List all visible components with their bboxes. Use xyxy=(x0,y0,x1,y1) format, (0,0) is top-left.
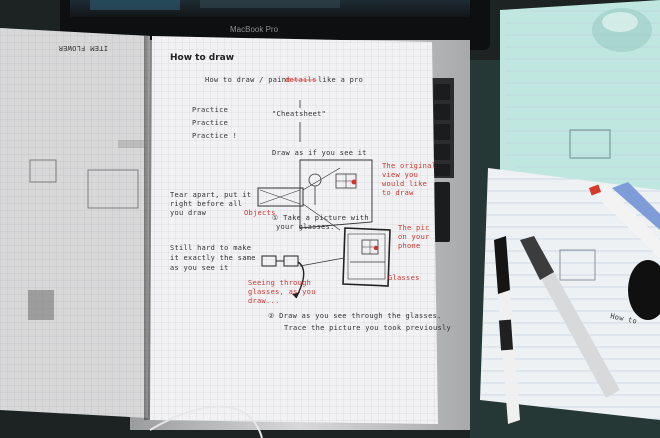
original-view-4: to draw xyxy=(382,189,414,197)
phone-sketch xyxy=(342,227,391,287)
see-through-1: Seeing through xyxy=(248,279,311,287)
tip1-line2: right before all xyxy=(170,200,242,208)
notebook-left-page: ITEM FLOWER xyxy=(0,28,150,418)
notebook-right-page xyxy=(150,36,438,424)
sketch-notes: How to draw How to draw / paint details … xyxy=(170,53,451,332)
tip2-line3: as you see it xyxy=(170,264,229,272)
left-page-title: ITEM FLOWER xyxy=(58,44,108,52)
tip2-line2: it exactly the same xyxy=(170,254,256,262)
see-through-2: glasses, as you xyxy=(248,288,316,296)
tip1-line1: Tear apart, put it xyxy=(170,191,251,199)
lens-cap xyxy=(628,260,660,320)
step1-line1: ① Take a picture with xyxy=(272,214,369,222)
gray-marker xyxy=(520,236,620,398)
red-blue-pen xyxy=(588,182,660,258)
page-title: How to draw xyxy=(170,53,234,63)
glasses-label: Glasses xyxy=(388,274,420,282)
object-box-sketch xyxy=(257,187,304,207)
step-draw-label: Draw as if you see it xyxy=(272,149,367,157)
line1-tail: like a pro xyxy=(318,76,363,84)
step1-line2: your glasses. xyxy=(276,223,335,231)
original-view-3: would like xyxy=(382,180,427,188)
glasses-sketch xyxy=(261,255,305,299)
practice-1: Practice xyxy=(192,106,228,114)
red-flower-mark xyxy=(351,179,357,185)
cheatsheet-label: "Cheatsheet" xyxy=(272,110,326,118)
pic-note-1: The pic xyxy=(398,224,430,232)
laptop-brand-label: MacBook Pro xyxy=(230,25,279,34)
objects-label: Objects xyxy=(244,209,276,217)
see-through-3: draw... xyxy=(248,297,280,305)
line1-text: How to draw / paint xyxy=(205,76,291,84)
practice-3: Practice ! xyxy=(192,132,237,140)
step2-label: ② Draw as you see through the glasses. xyxy=(268,312,442,320)
original-view-2: view you xyxy=(382,171,418,179)
glass-object xyxy=(592,8,652,52)
pic-note-2: on your xyxy=(398,233,430,241)
scene-sketch xyxy=(299,159,373,229)
pic-note-3: phone xyxy=(398,242,421,250)
step3-label: Trace the picture you took previously xyxy=(284,324,451,332)
practice-2: Practice xyxy=(192,119,228,127)
tip2-line1: Still hard to make xyxy=(170,244,251,252)
line1-strike: details xyxy=(285,76,317,84)
tip1-line3: you draw xyxy=(170,209,207,217)
white-cable xyxy=(149,405,263,438)
original-view-1: The original xyxy=(382,162,436,170)
black-marker xyxy=(494,236,520,424)
